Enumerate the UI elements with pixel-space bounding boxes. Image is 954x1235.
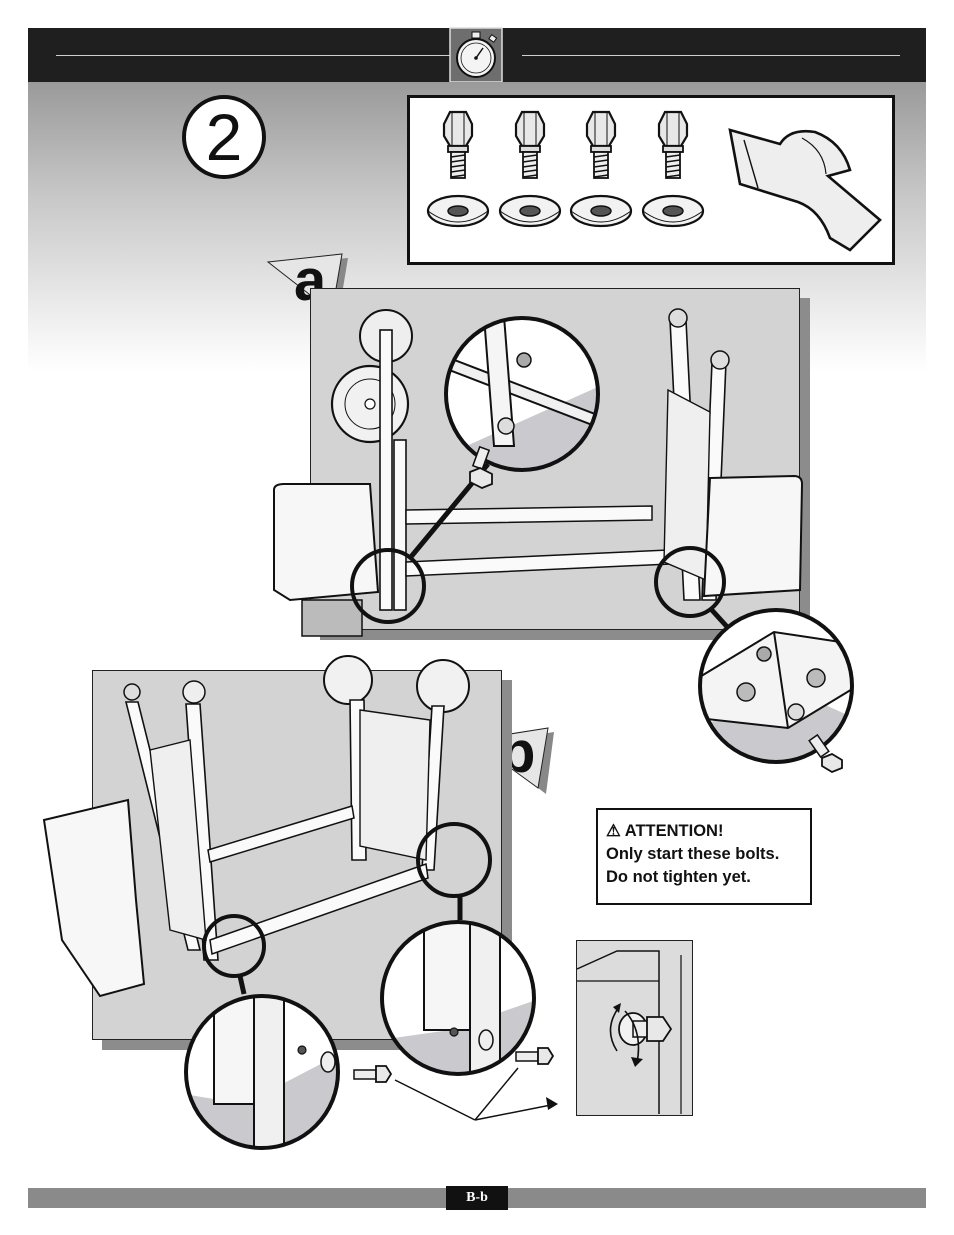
attention-line-1: Only start these bolts. [606,845,780,863]
page-number: B-b [446,1186,508,1210]
header-rule-left [56,55,460,56]
section-b-label: b [500,720,536,785]
bolt-icon [353,1065,393,1083]
bolt-start-detail [576,940,693,1116]
bolt-icon [469,445,493,489]
detail-magnifier-b-left [184,994,340,1150]
bolt-icon [515,1047,555,1065]
parts-box [407,95,895,265]
frame-b-drawing [42,655,492,998]
step-number: 2 [182,95,266,179]
header-rule-right [522,55,900,56]
warning-triangle-icon: ⚠ [606,822,621,840]
bolt-rotation-illustration [576,941,691,1114]
detail-magnifier-a-top [444,316,600,472]
parts-illustration [426,110,882,252]
bolt-icon [808,733,843,774]
detail-magnifier-b-right [380,920,536,1076]
stopwatch-icon [449,27,503,83]
attention-notice: ⚠ ATTENTION! Only start these bolts. Do … [596,808,812,905]
frame-a-drawing [273,308,804,637]
attention-title: ATTENTION! [624,822,724,840]
attention-line-2: Do not tighten yet. [606,868,751,886]
header-bar [28,27,926,83]
